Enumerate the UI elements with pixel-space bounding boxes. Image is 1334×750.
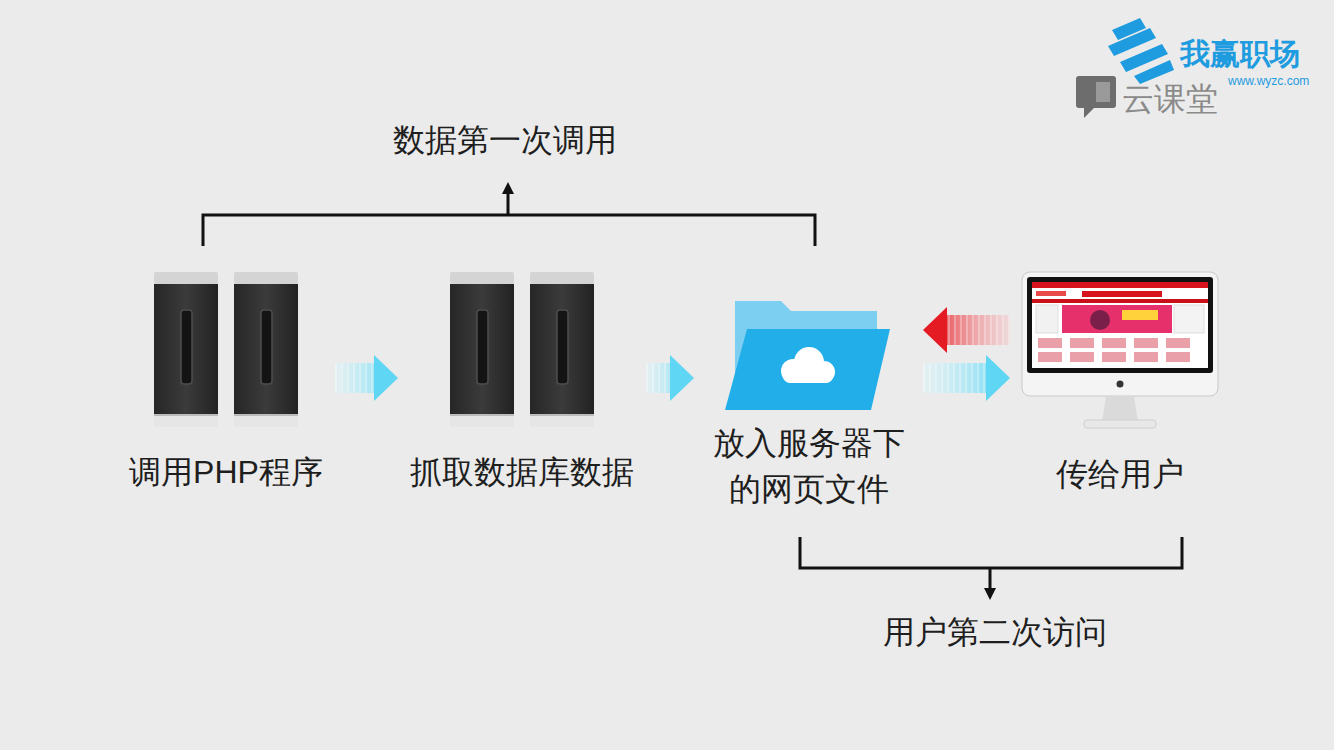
flow-arrow [646,355,694,401]
monitor-icon [1022,272,1218,428]
bracket [203,192,1182,590]
folder-icon [725,301,890,410]
logo-subtitle: 云课堂 [1122,80,1218,118]
bracket-arrowhead [502,182,996,600]
arrow-body [335,363,374,393]
arrowhead [923,307,947,353]
arrowhead [374,355,398,401]
flow-arrow [923,355,1010,401]
arrow-body [947,315,1010,345]
flow-arrow [923,307,1010,353]
step-label: 抓取数据库数据 [410,449,634,495]
process-step: 调用PHP程序 [123,272,329,499]
database-server-icon [450,272,594,427]
logo-text: 我赢职场 [1180,36,1300,72]
arrow-body [923,363,986,393]
bracket-label: 用户第二次访问 [883,613,1107,651]
step-label: 传给用户 [1056,451,1184,497]
arrow-stripes [947,315,1010,345]
process-step: 放入服务器下 的网页文件 [700,295,917,516]
arrow-stripes [923,363,986,393]
step-label: 放入服务器下 的网页文件 [706,420,911,512]
logo-mark [1108,18,1174,84]
arrowhead [670,355,694,401]
arrow-stripes [335,363,374,393]
flow-arrow [335,355,398,401]
step-label: 调用PHP程序 [129,449,323,495]
logo-url: www.wyzc.com [1228,74,1309,88]
server-icon [154,272,298,427]
classroom-icon [1076,76,1116,118]
arrow-body [646,363,670,393]
process-step: 抓取数据库数据 [404,272,640,499]
arrowhead [986,355,1010,401]
process-step: 传给用户 [1016,272,1224,501]
bracket-label: 数据第一次调用 [393,121,617,159]
arrow-stripes [646,363,670,393]
